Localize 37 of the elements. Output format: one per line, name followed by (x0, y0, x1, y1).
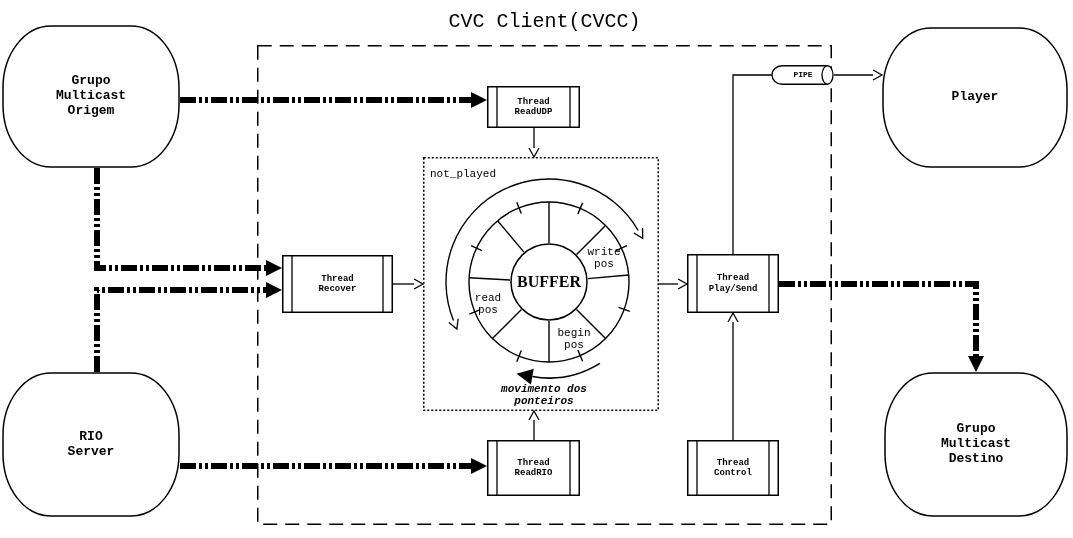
node-label: Thread ReadUDP (513, 96, 554, 118)
node-label: Thread ReadRIO (513, 457, 554, 479)
node-label: Grupo Multicast Origem (55, 74, 127, 119)
arrow (833, 69, 883, 81)
arrow (528, 410, 540, 441)
arrow (94, 168, 282, 276)
process-box (487, 86, 580, 128)
annotation-text: not_played (429, 168, 497, 181)
arrow (727, 312, 739, 441)
annotation-text: begin pos (556, 327, 592, 352)
node-label: PIPE (793, 70, 813, 80)
node-label: Thread Play/Send (707, 273, 759, 294)
node-label: Grupo Multicast Destino (940, 422, 1012, 467)
connector-line (732, 74, 773, 255)
dotted-frame (423, 157, 659, 411)
arrow (658, 278, 688, 290)
arrow (180, 458, 487, 474)
node-label: RIO Server (66, 429, 116, 460)
arrow (779, 281, 984, 372)
node-label: Thread Control (713, 457, 753, 479)
arrow (392, 278, 424, 290)
arrow (94, 282, 282, 372)
circle-node (510, 243, 588, 321)
node-label: Thread Recover (317, 273, 358, 295)
node-label: BUFFER (517, 272, 581, 292)
pipe-shape (772, 65, 834, 85)
node-label: Player (950, 90, 1000, 105)
arrow (180, 92, 487, 108)
process-box (487, 440, 580, 496)
annotation-text: movimento dos ponteiros (500, 383, 588, 408)
arrow (528, 127, 540, 158)
process-box (687, 254, 779, 313)
annotation-text: write pos (586, 246, 622, 271)
annotation-text: read pos (473, 292, 503, 317)
frame-heading: CVC Client(CVCC) (447, 10, 642, 33)
process-box (687, 440, 779, 496)
process-box (282, 255, 393, 313)
